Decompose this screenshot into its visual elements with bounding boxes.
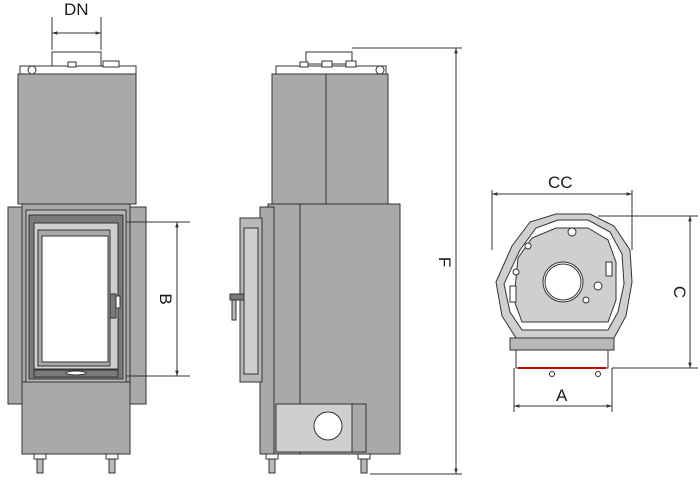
dim-label-a: A [556,386,568,405]
dim-b: B [126,221,190,377]
top-view: CC C A [491,173,698,412]
dim-cc: CC [491,173,633,250]
dim-label-dn: DN [64,0,89,19]
dim-a: A [513,368,613,412]
side-view: F [229,47,462,475]
dim-label-b: B [156,293,175,304]
dim-label-cc: CC [548,173,573,192]
dim-c: C [598,215,698,369]
dim-f: F [352,47,462,475]
dim-dn: DN [51,0,102,50]
front-view: DN B [7,0,190,474]
dim-label-f: F [435,257,454,267]
dim-label-c: C [670,286,689,298]
